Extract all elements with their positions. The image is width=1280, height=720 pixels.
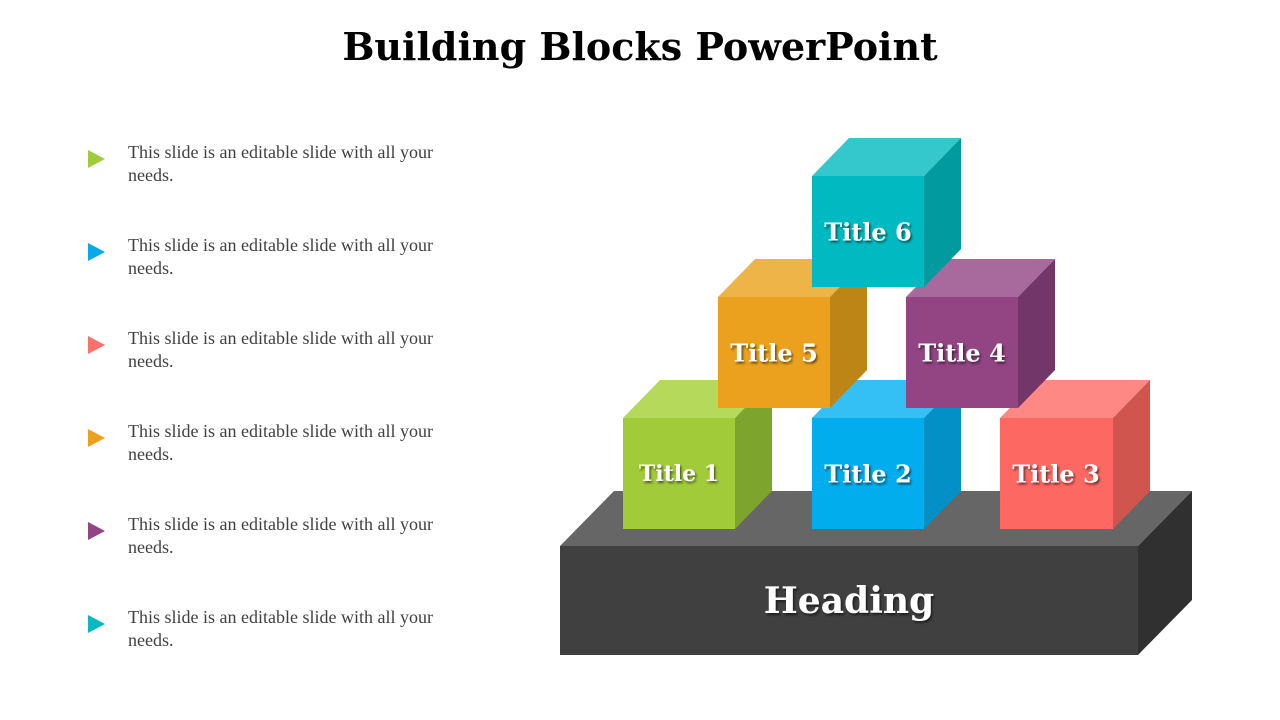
block-title-4: Title 4 — [906, 259, 1055, 408]
block-title-2: Title 2 — [812, 380, 961, 529]
block-side-face — [830, 259, 867, 408]
triangle-arrow-icon — [88, 615, 105, 633]
block-front-face — [812, 176, 924, 287]
bullet-text: This slide is an editable slide with all… — [128, 421, 433, 464]
block-title-1: Title 1 — [623, 380, 772, 529]
bullet-item-5: This slide is an editable slide with all… — [86, 513, 446, 573]
bullet-item-6: This slide is an editable slide with all… — [86, 606, 446, 666]
block-top-face — [812, 138, 961, 176]
bullet-text: This slide is an editable slide with all… — [128, 142, 433, 185]
base-label: Heading — [764, 580, 934, 622]
bullet-item-3: This slide is an editable slide with all… — [86, 327, 446, 387]
triangle-arrow-icon — [88, 150, 105, 168]
triangle-arrow-icon — [88, 336, 105, 354]
block-side-face — [735, 380, 772, 529]
block-side-face — [1018, 259, 1055, 408]
bullet-text: This slide is an editable slide with all… — [128, 235, 433, 278]
triangle-arrow-icon — [88, 522, 105, 540]
block-label: Title 6 — [824, 218, 912, 247]
triangle-arrow-icon — [88, 429, 105, 447]
bullet-item-4: This slide is an editable slide with all… — [86, 420, 446, 480]
triangle-arrow-icon — [88, 243, 105, 261]
block-side-face — [1113, 380, 1150, 529]
block-label: Title 1 — [639, 461, 719, 487]
base-front-face — [560, 546, 1138, 655]
block-front-face — [812, 418, 924, 529]
block-label: Title 2 — [824, 460, 912, 489]
block-side-face — [924, 380, 961, 529]
block-label: Title 4 — [918, 339, 1006, 368]
bullet-text: This slide is an editable slide with all… — [128, 607, 433, 650]
block-front-face — [718, 297, 830, 408]
block-front-face — [906, 297, 1018, 408]
base-side-face — [1138, 491, 1192, 655]
bullet-text: This slide is an editable slide with all… — [128, 328, 433, 371]
block-front-face — [1000, 418, 1113, 529]
bullet-text: This slide is an editable slide with all… — [128, 514, 433, 557]
block-front-face — [623, 418, 735, 529]
block-top-face — [1000, 380, 1150, 418]
block-top-face — [906, 259, 1055, 297]
block-label: Title 5 — [730, 339, 818, 368]
block-title-3: Title 3 — [1000, 380, 1150, 529]
block-label: Title 3 — [1012, 460, 1100, 489]
block-title-5: Title 5 — [718, 259, 867, 408]
block-side-face — [924, 138, 961, 287]
block-title-6: Title 6 — [812, 138, 961, 287]
slide-title: Building Blocks PowerPoint — [342, 24, 938, 69]
bullet-item-2: This slide is an editable slide with all… — [86, 234, 446, 294]
bullet-item-1: This slide is an editable slide with all… — [86, 141, 446, 201]
